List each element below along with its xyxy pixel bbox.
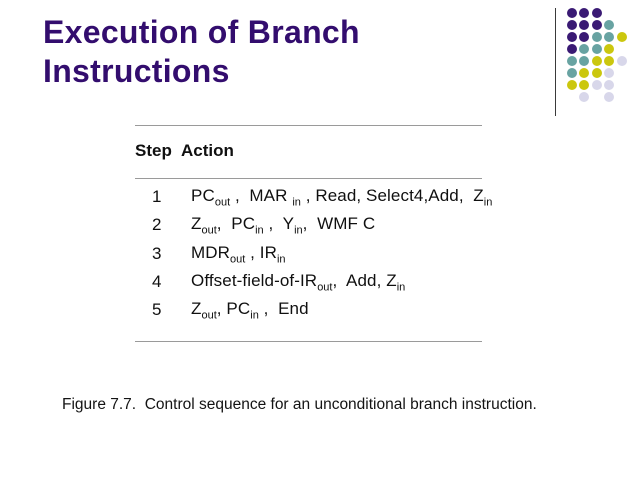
dot — [591, 20, 602, 30]
dot — [579, 56, 590, 66]
step-number: 3 — [152, 243, 162, 263]
table-row: 3 MDRout , IRin — [135, 240, 482, 268]
table-row: 2 Zout, PCin , Yin, WMF C — [135, 211, 482, 239]
action-text: MDRout , IRin — [191, 242, 286, 265]
dot — [604, 80, 615, 90]
table-rule-middle — [135, 178, 482, 179]
dot — [567, 32, 577, 42]
step-number: 1 — [152, 187, 162, 207]
action-text: PCout , MAR in , Read, Select4,Add, Zin — [191, 185, 493, 209]
table-header: Step Action — [135, 141, 234, 161]
dot — [579, 20, 590, 30]
dot — [567, 80, 577, 90]
dot — [567, 68, 577, 78]
action-text: Offset-field-of-IRout, Add, Zin — [191, 270, 406, 294]
slide-title: Execution of Branch Instructions — [43, 13, 360, 91]
dot — [591, 32, 602, 42]
dot — [579, 92, 590, 102]
dot — [567, 56, 577, 66]
table-row: 1 PCout , MAR in , Read, Select4,Add, Zin — [135, 183, 492, 211]
table-rule-bottom — [135, 341, 482, 342]
dot — [567, 8, 577, 18]
dot — [591, 80, 602, 90]
slide-title-line1: Execution of Branch — [43, 14, 360, 50]
dot — [591, 8, 602, 18]
step-number: 2 — [152, 215, 162, 235]
table-row: 5 Zout, PCin , End — [135, 296, 482, 324]
dot — [604, 56, 615, 66]
dot — [604, 44, 615, 54]
dot — [604, 68, 615, 78]
decoration-vertical-line — [555, 8, 556, 116]
dot — [567, 44, 577, 54]
action-text: Zout, PCin , End — [191, 299, 309, 322]
step-number: 4 — [152, 272, 162, 292]
dot — [579, 32, 590, 42]
dot — [604, 20, 615, 30]
table-row: 4 Offset-field-of-IRout, Add, Zin — [135, 268, 482, 296]
dot — [579, 44, 590, 54]
table-header-step: Step — [135, 141, 172, 160]
dot — [604, 92, 615, 102]
dot — [616, 56, 627, 66]
dot — [579, 80, 590, 90]
step-number: 5 — [152, 300, 162, 320]
decoration-dot-pattern — [567, 8, 629, 104]
dot — [591, 68, 602, 78]
figure-caption: Figure 7.7. Control sequence for an unco… — [62, 396, 537, 413]
dot — [616, 32, 627, 42]
slide-title-line2: Instructions — [43, 53, 230, 89]
dot — [579, 8, 590, 18]
table-rows: 1 PCout , MAR in , Read, Select4,Add, Zin… — [135, 183, 492, 324]
dot — [579, 68, 590, 78]
action-text: Zout, PCin , Yin, WMF C — [191, 214, 376, 237]
dot — [604, 32, 615, 42]
dot — [591, 56, 602, 66]
table-rule-top — [135, 125, 482, 126]
dot — [567, 20, 577, 30]
dot — [591, 44, 602, 54]
table-header-action: Action — [181, 141, 234, 160]
